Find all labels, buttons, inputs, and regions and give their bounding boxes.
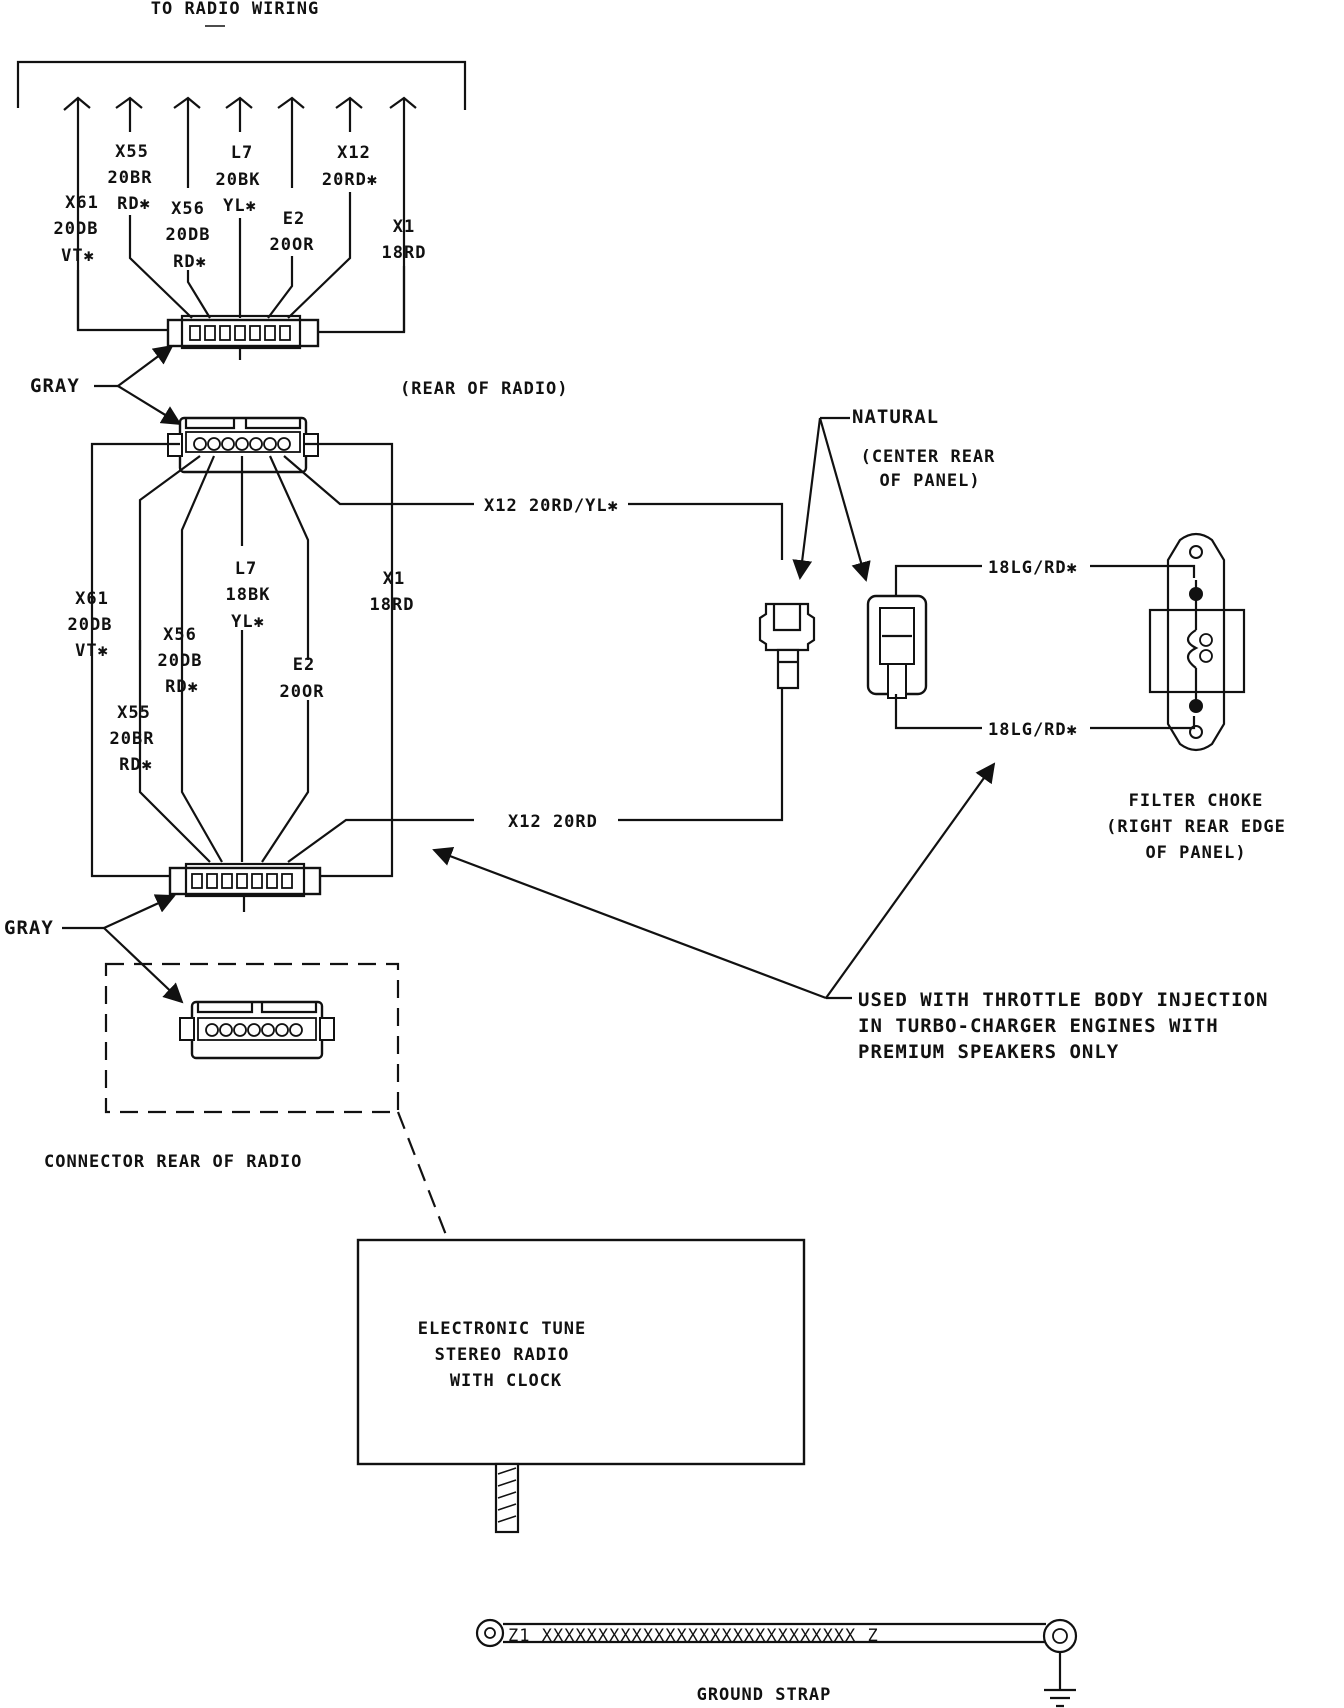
lower-wire-x56-label: X56 20DB RD✱ — [158, 625, 203, 697]
svg-text:20DB: 20DB — [68, 615, 113, 635]
svg-text:X12: X12 — [337, 143, 371, 163]
svg-text:X55: X55 — [117, 703, 151, 723]
svg-text:STEREO RADIO: STEREO RADIO — [435, 1345, 570, 1365]
svg-text:RD✱: RD✱ — [117, 194, 151, 214]
svg-text:20BK: 20BK — [216, 170, 261, 190]
svg-text:ELECTRONIC TUNE: ELECTRONIC TUNE — [418, 1319, 587, 1339]
svg-text:(CENTER REAR: (CENTER REAR — [861, 447, 996, 467]
svg-text:20BR: 20BR — [110, 729, 155, 749]
lg-rd-upper-wire-label: 18LG/RD✱ — [988, 558, 1078, 578]
usage-note: USED WITH THROTTLE BODY INJECTION IN TUR… — [858, 989, 1269, 1063]
svg-text:(RIGHT REAR EDGE: (RIGHT REAR EDGE — [1106, 817, 1286, 837]
top-wire-l7-label: L7 20BK YL✱ — [216, 143, 261, 216]
svg-text:E2: E2 — [293, 655, 315, 675]
svg-text:RD✱: RD✱ — [173, 252, 207, 272]
lower-wire-x61-label: X61 20DB VT✱ — [68, 589, 113, 661]
svg-text:L7: L7 — [231, 143, 253, 163]
top-wire-x56-label: X56 20DB RD✱ — [166, 199, 211, 272]
top-wire-runs — [76, 192, 406, 334]
svg-text:X56: X56 — [163, 625, 197, 645]
ground-strap-label: GROUND STRAP — [697, 1685, 832, 1705]
svg-text:20RD✱: 20RD✱ — [322, 170, 378, 190]
connector-rear-of-radio-label: CONNECTOR REAR OF RADIO — [44, 1152, 302, 1172]
svg-text:L7: L7 — [235, 559, 257, 579]
ground-strap: Z1 XXXXXXXXXXXXXXXXXXXXXXXXXXXX Z — [475, 1618, 1078, 1708]
svg-text:18RD: 18RD — [370, 595, 415, 615]
lower-wire-l7-label: L7 18BK YL✱ — [226, 559, 271, 632]
svg-text:VT✱: VT✱ — [61, 246, 95, 266]
lower-wire-x55-label: X55 20BR RD✱ — [110, 703, 155, 775]
svg-text:PREMIUM SPEAKERS ONLY: PREMIUM SPEAKERS ONLY — [858, 1041, 1119, 1063]
svg-text:USED WITH THROTTLE BODY INJECT: USED WITH THROTTLE BODY INJECTION — [858, 989, 1269, 1011]
svg-text:X56: X56 — [171, 199, 205, 219]
lower-harness-wires — [90, 442, 784, 878]
svg-text:WITH CLOCK: WITH CLOCK — [450, 1371, 562, 1391]
svg-text:OF PANEL): OF PANEL) — [879, 471, 980, 491]
svg-text:18BK: 18BK — [226, 585, 271, 605]
svg-text:18RD: 18RD — [382, 243, 427, 263]
svg-text:X61: X61 — [75, 589, 109, 609]
svg-text:Z1 XXXXXXXXXXXXXXXXXXXXXXXXXXX: Z1 XXXXXXXXXXXXXXXXXXXXXXXXXXXX Z — [508, 1626, 879, 1646]
svg-text:YL✱: YL✱ — [231, 612, 265, 632]
svg-text:20BR: 20BR — [108, 168, 153, 188]
svg-text:FILTER CHOKE: FILTER CHOKE — [1129, 791, 1264, 811]
svg-text:X61: X61 — [65, 193, 99, 213]
lower-harness-connector — [168, 862, 322, 912]
top-wire-e2-label: E2 20OR — [270, 209, 315, 255]
natural-inline-connector-left — [758, 602, 816, 690]
svg-text:X1: X1 — [393, 217, 415, 237]
svg-text:20DB: 20DB — [166, 225, 211, 245]
svg-text:20DB: 20DB — [158, 651, 203, 671]
top-wire-x61-label: X61 20DB VT✱ — [54, 193, 99, 266]
x12-upper-wire-label: X12 20RD/YL✱ — [484, 496, 619, 516]
svg-text:20DB: 20DB — [54, 219, 99, 239]
connector-detail-box — [104, 962, 400, 1114]
lower-wire-e2-label: E2 20OR — [280, 655, 325, 702]
lower-wire-x1-label: X1 18RD — [370, 569, 415, 615]
gray-label-bottom: GRAY — [4, 917, 54, 939]
filter-choke — [1148, 532, 1246, 752]
top-wire-x1-label: X1 18RD — [382, 217, 427, 263]
svg-text:RD✱: RD✱ — [165, 677, 199, 697]
svg-text:E2: E2 — [283, 209, 305, 229]
upper-harness-connector — [166, 314, 320, 360]
natural-inline-connector-right — [866, 594, 928, 699]
rear-of-radio-label: (REAR OF RADIO) — [400, 379, 569, 399]
svg-text:VT✱: VT✱ — [75, 641, 109, 661]
radio-unit-box — [356, 1238, 806, 1466]
svg-text:YL✱: YL✱ — [223, 196, 257, 216]
lg-rd-lower-wire-label: 18LG/RD✱ — [988, 720, 1078, 740]
svg-text:OF PANEL): OF PANEL) — [1145, 843, 1246, 863]
natural-label: NATURAL — [852, 406, 939, 428]
to-radio-wiring-label: TO RADIO WIRING — [151, 0, 320, 19]
wire-terminal-hooks — [63, 96, 417, 332]
connector-rear-of-radio — [179, 1000, 335, 1060]
svg-text:X55: X55 — [115, 142, 149, 162]
radio-unit-label: ELECTRONIC TUNE STEREO RADIO WITH CLOCK — [418, 1319, 587, 1391]
radio-wiring-bracket — [16, 60, 467, 110]
svg-text:IN TURBO-CHARGER ENGINES WITH: IN TURBO-CHARGER ENGINES WITH — [858, 1015, 1219, 1037]
svg-text:20OR: 20OR — [270, 235, 315, 255]
svg-text:RD✱: RD✱ — [119, 755, 153, 775]
rear-of-radio-connector — [167, 416, 319, 474]
top-wire-x12-label: X12 20RD✱ — [322, 143, 378, 190]
svg-text:X1: X1 — [383, 569, 405, 589]
top-wire-x55-label: X55 20BR RD✱ — [108, 142, 153, 214]
filter-choke-label: FILTER CHOKE (RIGHT REAR EDGE OF PANEL) — [1106, 791, 1286, 863]
ground-stud — [494, 1462, 520, 1534]
x12-lower-wire-label: X12 20RD — [508, 812, 598, 832]
center-rear-of-panel-label: (CENTER REAR OF PANEL) — [861, 447, 996, 491]
gray-label-top: GRAY — [30, 375, 80, 397]
svg-text:20OR: 20OR — [280, 682, 325, 702]
